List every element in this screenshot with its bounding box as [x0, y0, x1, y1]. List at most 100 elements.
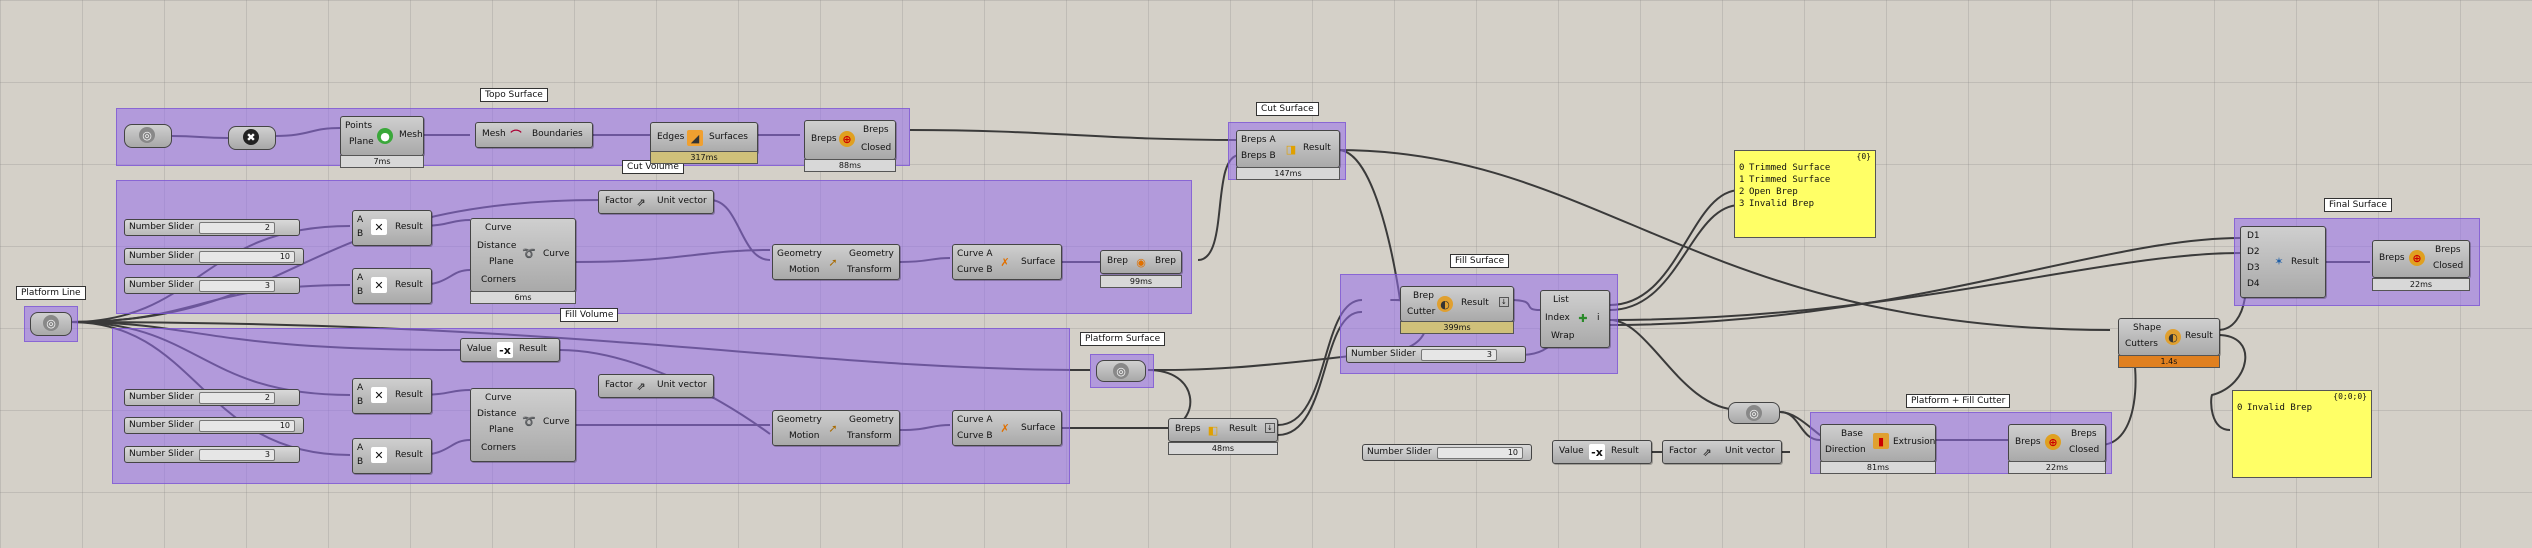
input-curve-b[interactable]: Curve B: [957, 431, 993, 441]
rectangle-curve-component-fill[interactable]: Curve Distance Plane Corners ➰ Curve: [470, 388, 576, 462]
output-breps[interactable]: Breps: [2071, 429, 2097, 439]
input-factor[interactable]: Factor: [1669, 446, 1697, 456]
loft-component-fill[interactable]: Curve A Curve B ✗ Surface: [952, 410, 1062, 446]
input-breps[interactable]: Breps: [2015, 437, 2041, 447]
slider-track[interactable]: 10: [199, 420, 295, 432]
input-value[interactable]: Value: [467, 344, 492, 354]
input-distance[interactable]: Distance: [477, 241, 517, 251]
input-breps-b[interactable]: Breps B: [1241, 151, 1276, 161]
output-mesh[interactable]: Mesh: [399, 130, 423, 140]
slider-fill-3[interactable]: Number Slider 3: [124, 446, 300, 463]
input-plane[interactable]: Plane: [489, 257, 514, 267]
output-curve[interactable]: Curve: [543, 249, 570, 259]
output-brep[interactable]: Brep: [1155, 256, 1176, 266]
output-result[interactable]: Result: [2185, 331, 2213, 341]
output-unit-vector[interactable]: Unit vector: [657, 196, 707, 206]
input-direction[interactable]: Direction: [1825, 445, 1866, 455]
merge-component[interactable]: D1 D2 D3 D4 ✶ Result: [2240, 226, 2326, 298]
negative-component-fill[interactable]: Value -x Result: [460, 338, 560, 362]
amplitude-component-extrude[interactable]: Factor ⇗ Unit vector: [1662, 440, 1782, 464]
slider-track[interactable]: 10: [199, 251, 295, 263]
platform-curve-relay[interactable]: ◎: [1728, 402, 1780, 424]
boundary-surfaces-component[interactable]: Edges ◢ Surfaces: [650, 122, 758, 154]
cap-holes-component-cutter[interactable]: Breps ⊕ Breps Closed: [2008, 424, 2106, 462]
list-item-component[interactable]: List Index Wrap ✚ i: [1540, 290, 1610, 348]
output-result[interactable]: Result: [519, 344, 547, 354]
slider-track[interactable]: 3: [1421, 349, 1497, 361]
input-index[interactable]: Index: [1545, 313, 1570, 323]
input-list[interactable]: List: [1553, 295, 1569, 305]
slider-track[interactable]: 2: [199, 222, 275, 234]
output-extrusion[interactable]: Extrusion: [1893, 437, 1936, 447]
input-breps[interactable]: Breps: [1175, 424, 1201, 434]
input-plane[interactable]: Plane: [349, 137, 374, 147]
input-geometry[interactable]: Geometry: [777, 249, 822, 259]
solid-difference-component[interactable]: Breps A Breps B ◨ Result: [1236, 130, 1340, 168]
platform-curve-param[interactable]: ◎: [30, 312, 72, 336]
input-corners[interactable]: Corners: [481, 275, 516, 285]
output-breps[interactable]: Breps: [863, 125, 889, 135]
output-item[interactable]: i: [1597, 313, 1600, 323]
output-closed[interactable]: Closed: [861, 143, 892, 153]
input-geometry[interactable]: Geometry: [777, 415, 822, 425]
input-edges[interactable]: Edges: [657, 132, 685, 142]
input-corners[interactable]: Corners: [481, 443, 516, 453]
cap-holes-component[interactable]: Breps ⊕ Breps Closed: [804, 120, 896, 160]
output-surface[interactable]: Surface: [1021, 257, 1056, 267]
output-result[interactable]: Result: [2291, 257, 2319, 267]
slider-fill-2[interactable]: Number Slider 10: [124, 417, 304, 434]
input-curve-a[interactable]: Curve A: [957, 415, 993, 425]
output-result[interactable]: Result: [395, 222, 423, 232]
output-result[interactable]: Result: [395, 280, 423, 290]
output-closed[interactable]: Closed: [2433, 261, 2464, 271]
multiply-component-fill-2[interactable]: A B ✕ Result: [352, 438, 432, 474]
output-transform[interactable]: Transform: [847, 265, 892, 275]
input-cutter[interactable]: Cutter: [1407, 307, 1436, 317]
slider-track[interactable]: 3: [199, 280, 275, 292]
negative-component-extrude[interactable]: Value -x Result: [1552, 440, 1652, 464]
solid-union-component[interactable]: Breps ◧ Result ↓: [1168, 418, 1278, 442]
output-boundaries[interactable]: Boundaries: [532, 129, 583, 139]
slider-extrude[interactable]: Number Slider 10: [1362, 444, 1532, 461]
amplitude-component-fill[interactable]: Factor ⇗ Unit vector: [598, 374, 714, 398]
input-breps[interactable]: Breps: [811, 134, 837, 144]
input-shape[interactable]: Shape: [2133, 323, 2162, 333]
trim-solid-component[interactable]: Shape Cutters ◐ Result: [2118, 318, 2220, 356]
split-brep-component[interactable]: Brep Cutter ◐ Result ↓: [1400, 286, 1514, 322]
output-unit-vector[interactable]: Unit vector: [1725, 446, 1775, 456]
deconstruct-brep-component[interactable]: ✖: [228, 126, 276, 150]
input-curve[interactable]: Curve: [485, 223, 512, 233]
output-result[interactable]: Result: [1461, 298, 1489, 308]
input-d3[interactable]: D3: [2247, 263, 2260, 273]
multiply-component-fill-1[interactable]: A B ✕ Result: [352, 378, 432, 414]
input-mesh[interactable]: Mesh: [482, 129, 506, 139]
slider-cut-1[interactable]: Number Slider 2: [124, 219, 300, 236]
input-a[interactable]: A: [357, 443, 364, 453]
rectangle-curve-component-cut[interactable]: Curve Distance Plane Corners ➰ Curve: [470, 218, 576, 292]
terrain-brep-param[interactable]: ◎: [124, 124, 172, 148]
output-closed[interactable]: Closed: [2069, 445, 2100, 455]
slider-fill-1[interactable]: Number Slider 2: [124, 389, 300, 406]
cap-holes-component-final[interactable]: Breps ⊕ Breps Closed: [2372, 240, 2470, 278]
mesh-edges-component[interactable]: Mesh ⌒ Boundaries: [475, 122, 593, 148]
slider-track[interactable]: 2: [199, 392, 275, 404]
input-a[interactable]: A: [357, 215, 364, 225]
input-motion[interactable]: Motion: [789, 431, 820, 441]
input-a[interactable]: A: [357, 383, 364, 393]
input-d1[interactable]: D1: [2247, 231, 2260, 241]
move-component-fill[interactable]: Geometry Motion ➚ Geometry Transform: [772, 410, 900, 446]
input-motion[interactable]: Motion: [789, 265, 820, 275]
input-b[interactable]: B: [357, 229, 364, 239]
input-factor[interactable]: Factor: [605, 196, 633, 206]
output-result[interactable]: Result: [395, 390, 423, 400]
slider-list-index[interactable]: Number Slider 3: [1346, 346, 1526, 363]
amplitude-component-cut[interactable]: Factor ⇗ Unit vector: [598, 190, 714, 214]
output-breps[interactable]: Breps: [2435, 245, 2461, 255]
input-d2[interactable]: D2: [2247, 247, 2260, 257]
input-d4[interactable]: D4: [2247, 279, 2260, 289]
input-curve-b[interactable]: Curve B: [957, 265, 993, 275]
input-value[interactable]: Value: [1559, 446, 1584, 456]
output-result[interactable]: Result: [1303, 143, 1331, 153]
